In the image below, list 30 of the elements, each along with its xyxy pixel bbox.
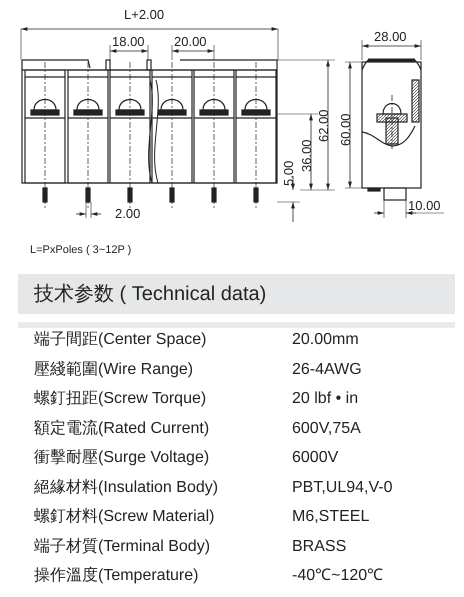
parameter-value: 26-4AWG [292,360,362,380]
formula-note: L=PxPoles ( 3~12P ) [30,244,132,256]
parameter-name: 額定電流(Rated Current) [34,418,210,438]
parameter-name: 端子間距(Center Space) [34,330,206,350]
parameter-name: 端子材質(Terminal Body) [34,536,210,556]
dimension-label: 20.00 [174,35,207,49]
parameter-name: 螺釘扭距(Screw Torque) [34,389,206,409]
dimension-label: 2.00 [115,207,140,221]
dimension-label: 60.00 [339,113,353,146]
section-heading: 技术参数 ( Technical data) [18,274,455,314]
parameter-value: BRASS [292,536,346,556]
dimension-label: 28.00 [374,30,407,44]
dimension-label: 10.00 [408,199,441,213]
dimension-label: L+2.00 [124,8,164,22]
parameter-value: -40℃~120℃ [292,566,384,586]
dimension-label: 36.00 [300,139,314,172]
parameter-name: 絕緣材料(Insulation Body) [34,478,218,498]
parameter-value: M6,STEEL [292,507,370,527]
dimension-label: 18.00 [112,35,145,49]
parameter-value: PBT,UL94,V-0 [292,478,392,498]
dimension-label: 62.00 [317,109,331,142]
dimension-label: 5.00 [282,160,296,186]
parameter-name: 壓綫範圍(Wire Range) [34,360,194,380]
parameter-value: 600V,75A [292,418,361,438]
parameter-name: 操作溫度(Temperature) [34,566,198,586]
parameter-name: 衝擊耐壓(Surge Voltage) [34,448,210,468]
parameter-value: 6000V [292,448,338,468]
parameter-name: 螺釘材料(Screw Material) [34,507,214,527]
parameter-value: 20 lbf • in [292,389,358,409]
parameter-value: 20.00mm [292,330,359,350]
